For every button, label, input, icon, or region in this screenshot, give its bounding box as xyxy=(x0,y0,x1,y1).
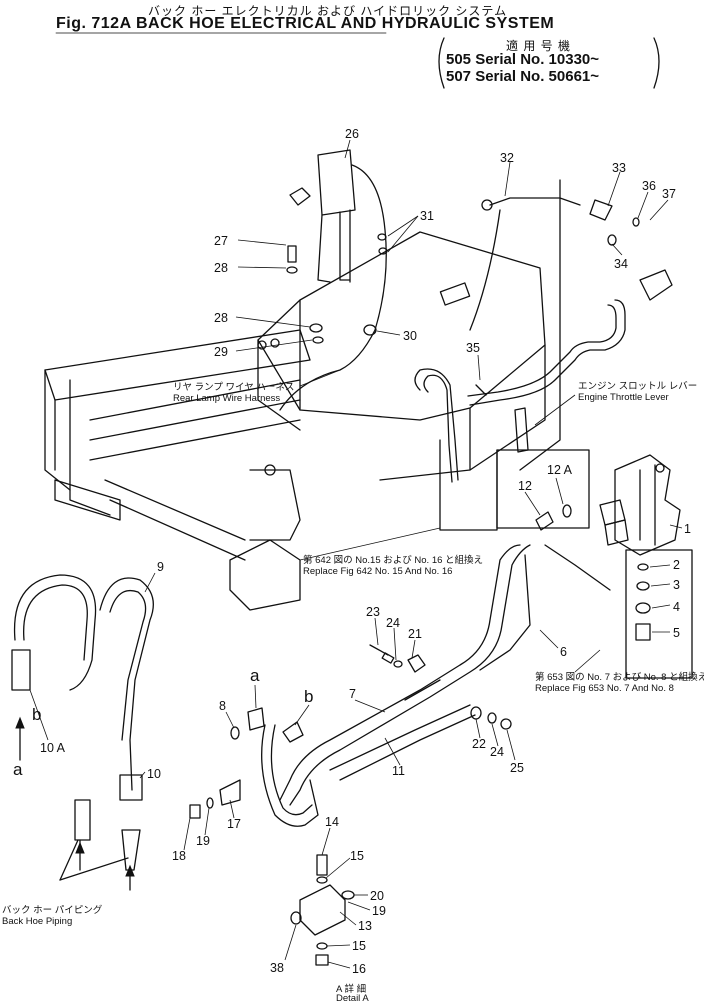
letter-a-left: a xyxy=(13,760,23,779)
hose-6 xyxy=(544,544,611,591)
callout-8: 8 xyxy=(219,699,226,713)
callout-24b: 24 xyxy=(490,745,504,759)
callout-11: 11 xyxy=(392,764,405,778)
callout-12a: 12 A xyxy=(547,463,573,477)
note-replace-642-jp: 第 642 図の No.15 および No. 16 と組換え xyxy=(303,555,484,566)
callout-6: 6 xyxy=(560,645,567,659)
note-replace-653-jp: 第 653 図の No. 7 および No. 8 と組換え xyxy=(535,672,704,683)
callout-38: 38 xyxy=(270,961,284,975)
serial-507: 507 Serial No. 50661~ xyxy=(446,68,600,85)
bracket-13 xyxy=(299,884,346,936)
upper-hose xyxy=(469,299,626,406)
detail-box-2-5 xyxy=(625,549,693,679)
serial-bracket-right xyxy=(653,37,660,89)
callout-32: 32 xyxy=(500,151,514,165)
leader-lines xyxy=(29,139,683,969)
callout-29: 29 xyxy=(214,345,228,359)
callout-17: 17 xyxy=(227,817,241,831)
note-replace-653: Replace Fig 653 No. 7 And No. 8 xyxy=(535,683,674,694)
title-japanese: バック ホー エレクトリカル および ハイドロリック システム xyxy=(148,4,508,18)
callout-13: 13 xyxy=(358,919,372,933)
callout-labels: 26 27 28 28 29 30 31 32 33 34 35 36 37 1… xyxy=(40,127,691,976)
callout-15b: 15 xyxy=(352,939,366,953)
callout-5: 5 xyxy=(673,626,680,640)
callout-30: 30 xyxy=(403,329,417,343)
callout-19b: 19 xyxy=(372,904,386,918)
switch-box xyxy=(639,269,673,301)
connection-letters: a b a b xyxy=(13,666,313,779)
callout-10: 10 xyxy=(147,767,161,781)
note-replace-642: Replace Fig 642 No. 15 And No. 16 xyxy=(303,566,453,577)
note-throttle: Engine Throttle Lever xyxy=(578,392,669,403)
callout-12: 12 xyxy=(518,479,532,493)
note-backhoe-jp: バック ホー パイピング xyxy=(2,905,103,916)
callout-21: 21 xyxy=(408,627,422,641)
callout-7: 7 xyxy=(349,687,356,701)
detail-box-12 xyxy=(496,449,590,529)
callout-34: 34 xyxy=(614,257,628,271)
callout-10a: 10 A xyxy=(40,741,66,755)
hose-11 xyxy=(339,714,476,781)
callout-22: 22 xyxy=(472,737,486,751)
hose-7 xyxy=(279,544,521,801)
callout-9: 9 xyxy=(157,560,164,574)
callout-27: 27 xyxy=(214,234,228,248)
note-rear-lamp: Rear Lamp Wire Harness xyxy=(173,393,281,404)
throttle-cable xyxy=(489,197,581,206)
callout-14: 14 xyxy=(325,815,339,829)
loop-hose xyxy=(414,368,459,481)
note-backhoe: Back Hoe Piping xyxy=(2,916,73,927)
note-throttle-jp: エンジン スロットル レバー xyxy=(578,381,698,392)
throttle-clamp xyxy=(589,199,613,221)
callout-3: 3 xyxy=(673,578,680,592)
callout-2: 2 xyxy=(673,558,680,572)
callout-20: 20 xyxy=(370,889,384,903)
note-detail: Detail A xyxy=(336,994,369,1003)
hose-10 xyxy=(99,577,154,791)
flow-arrows xyxy=(15,716,135,890)
serial-505: 505 Serial No. 10330~ xyxy=(446,51,600,68)
letter-b-upper: b xyxy=(304,687,313,706)
engine-hood xyxy=(257,231,546,481)
note-detail-jp: A 詳 細 xyxy=(336,984,367,995)
letter-a-upper: a xyxy=(250,666,260,685)
serial-bracket-left xyxy=(438,37,445,89)
figure-title: Fig. 712A BACK HOE ELECTRICAL AND HYDRAU… xyxy=(56,15,555,32)
callout-1: 1 xyxy=(684,522,691,536)
rear-lamp-harness xyxy=(279,164,387,411)
callout-15: 15 xyxy=(350,849,364,863)
callout-28: 28 xyxy=(214,261,228,275)
callout-31: 31 xyxy=(420,209,434,223)
callout-18: 18 xyxy=(172,849,186,863)
callout-25: 25 xyxy=(510,761,524,775)
callout-16: 16 xyxy=(352,962,366,976)
callout-23: 23 xyxy=(366,605,380,619)
callout-24: 24 xyxy=(386,616,400,630)
callout-35: 35 xyxy=(466,341,480,355)
letter-b-left: b xyxy=(32,705,41,724)
callout-28b: 28 xyxy=(214,311,228,325)
hose-9 xyxy=(13,574,97,691)
note-rear-lamp-jp: リヤ ランプ ワイヤ ハーネス xyxy=(173,382,295,393)
control-valve xyxy=(599,454,681,556)
serial-heading: 適 用 号 機 xyxy=(506,39,572,53)
rear-frame xyxy=(44,329,311,611)
callout-37: 37 xyxy=(662,187,676,201)
callout-26: 26 xyxy=(345,127,359,141)
callout-19: 19 xyxy=(196,834,210,848)
callout-4: 4 xyxy=(673,600,680,614)
callout-33: 33 xyxy=(612,161,626,175)
lamp-bracket xyxy=(289,149,356,283)
callout-36: 36 xyxy=(642,179,656,193)
